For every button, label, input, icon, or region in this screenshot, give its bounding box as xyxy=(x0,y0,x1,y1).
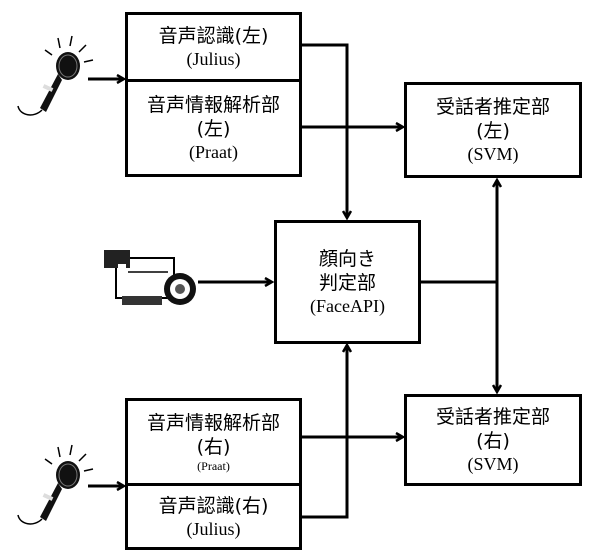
box-label: 受話者推定部 xyxy=(436,95,550,119)
box-tool-label: (FaceAPI) xyxy=(310,295,385,317)
video-camera-icon xyxy=(104,250,196,305)
arrow-recog-right-to-face xyxy=(302,345,347,517)
box-label: 音声情報解析部 xyxy=(147,411,280,435)
addressee-estimation-left-box: 受話者推定部 (左) (SVM) xyxy=(404,82,582,178)
speech-recognition-right-box: 音声認識(右) (Julius) xyxy=(125,483,302,550)
box-side-label: (右) xyxy=(476,429,510,453)
box-tool-label: (SVM) xyxy=(467,453,518,475)
face-direction-box: 顔向き 判定部 (FaceAPI) xyxy=(274,220,421,344)
box-label: 顔向き xyxy=(319,247,376,271)
box-label: 音声情報解析部 xyxy=(147,93,280,117)
box-label: 判定部 xyxy=(319,271,376,295)
box-tool-label: (Julius) xyxy=(187,518,241,540)
speech-info-analysis-right-box: 音声情報解析部 (右) (Praat) xyxy=(125,398,302,486)
speech-info-analysis-left-box: 音声情報解析部 (左) (Praat) xyxy=(125,79,302,177)
box-tool-label: (Praat) xyxy=(197,459,230,474)
speech-recognition-left-box: 音声認識(左) (Julius) xyxy=(125,12,302,82)
box-side-label: (左) xyxy=(476,119,510,143)
box-tool-label: (Julius) xyxy=(187,48,241,70)
box-tool-label: (SVM) xyxy=(467,143,518,165)
box-label: 音声認識(右) xyxy=(159,494,269,518)
box-tool-label: (Praat) xyxy=(189,141,238,163)
addressee-estimation-right-box: 受話者推定部 (右) (SVM) xyxy=(404,394,582,486)
box-side-label: (右) xyxy=(197,435,231,459)
box-label: 受話者推定部 xyxy=(436,405,550,429)
box-label: 音声認識(左) xyxy=(159,24,269,48)
microphone-icon xyxy=(18,445,93,524)
microphone-icon xyxy=(18,36,93,115)
box-side-label: (左) xyxy=(197,117,231,141)
arrow-recog-left-to-face xyxy=(302,45,347,218)
